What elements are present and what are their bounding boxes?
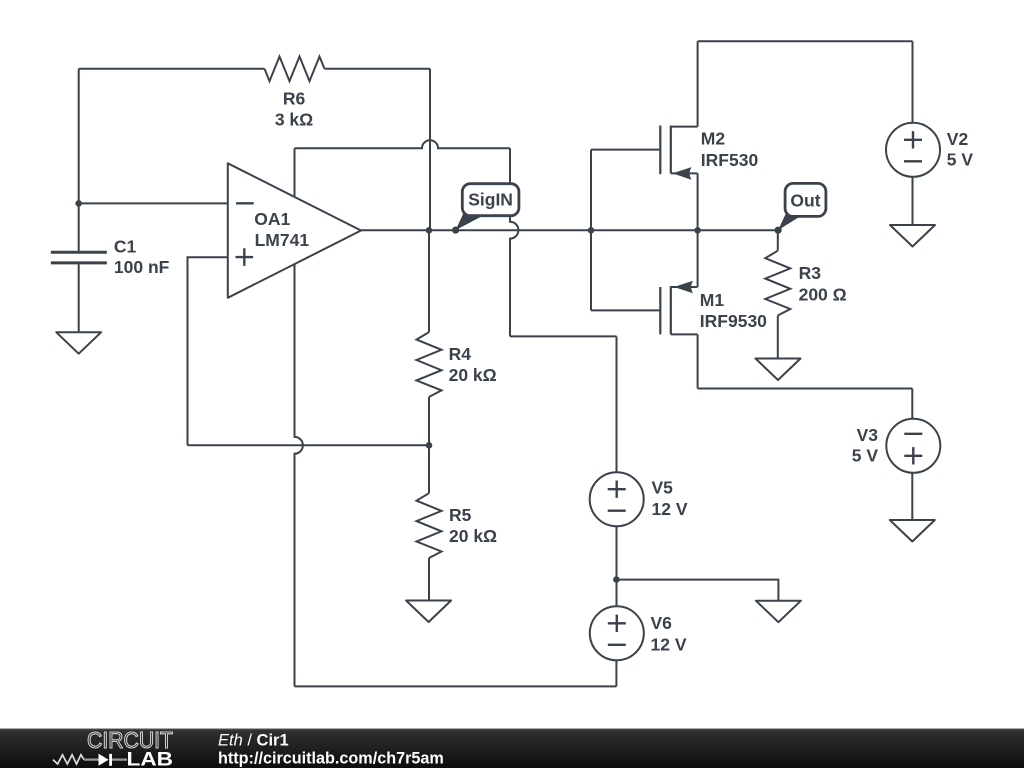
svg-text:V6: V6: [651, 613, 673, 633]
svg-text:100 nF: 100 nF: [114, 257, 170, 277]
svg-text:20 kΩ: 20 kΩ: [449, 526, 497, 546]
svg-text:R5: R5: [449, 505, 472, 525]
svg-text:12 V: 12 V: [652, 499, 688, 519]
svg-text:20 kΩ: 20 kΩ: [449, 365, 497, 385]
svg-text:R3: R3: [799, 263, 822, 283]
svg-text:M2: M2: [701, 128, 726, 148]
svg-text:3 kΩ: 3 kΩ: [275, 110, 313, 130]
svg-text:R4: R4: [449, 344, 472, 364]
svg-text:Eth / Cir1: Eth / Cir1: [218, 732, 289, 750]
svg-text:LAB: LAB: [127, 750, 174, 768]
svg-text:V3: V3: [857, 425, 879, 445]
svg-text:V2: V2: [947, 129, 969, 149]
svg-text:5 V: 5 V: [852, 445, 879, 465]
svg-text:12 V: 12 V: [651, 634, 687, 654]
svg-text:200 Ω: 200 Ω: [799, 285, 847, 305]
svg-text:CIRCUIT: CIRCUIT: [87, 727, 173, 753]
svg-text:LM741: LM741: [255, 230, 310, 250]
svg-text:IRF530: IRF530: [701, 150, 759, 170]
svg-text:http://circuitlab.com/ch7r5am: http://circuitlab.com/ch7r5am: [218, 750, 444, 768]
svg-text:Out: Out: [790, 190, 820, 210]
svg-text:IRF9530: IRF9530: [700, 311, 767, 331]
svg-text:5 V: 5 V: [947, 149, 974, 169]
svg-text:SigIN: SigIN: [468, 190, 513, 210]
svg-text:C1: C1: [114, 236, 137, 256]
svg-text:M1: M1: [700, 290, 725, 310]
svg-text:OA1: OA1: [254, 209, 290, 229]
svg-text:V5: V5: [652, 478, 674, 498]
svg-text:R6: R6: [283, 88, 306, 108]
